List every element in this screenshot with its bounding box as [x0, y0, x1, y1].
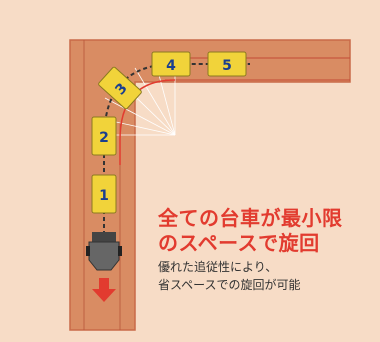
cart-2: 2 — [91, 116, 117, 156]
subtext-line-2: 省スペースでの旋回が可能 — [158, 278, 301, 292]
headline-line-2: のスペースで旋回 — [158, 231, 320, 255]
cart-5: 5 — [207, 51, 247, 77]
cart-3: 3 — [98, 66, 142, 110]
subtext: 優れた追従性により、 省スペースでの旋回が可能 — [158, 258, 368, 294]
track — [69, 39, 351, 331]
cart-2-label: 2 — [99, 130, 109, 146]
tractor-icon — [86, 232, 122, 271]
headline-line-1: 全ての台車が最小限 — [158, 206, 343, 230]
cart-1: 1 — [91, 174, 117, 214]
cart-5-label: 5 — [222, 58, 232, 74]
arrow-down-icon — [92, 278, 116, 302]
subtext-line-1: 優れた追従性により、 — [158, 260, 278, 274]
headline: 全ての台車が最小限 のスペースで旋回 — [158, 206, 368, 256]
cart-4-label: 4 — [166, 58, 176, 74]
cart-4: 4 — [151, 51, 191, 77]
cart-1-label: 1 — [99, 188, 109, 204]
